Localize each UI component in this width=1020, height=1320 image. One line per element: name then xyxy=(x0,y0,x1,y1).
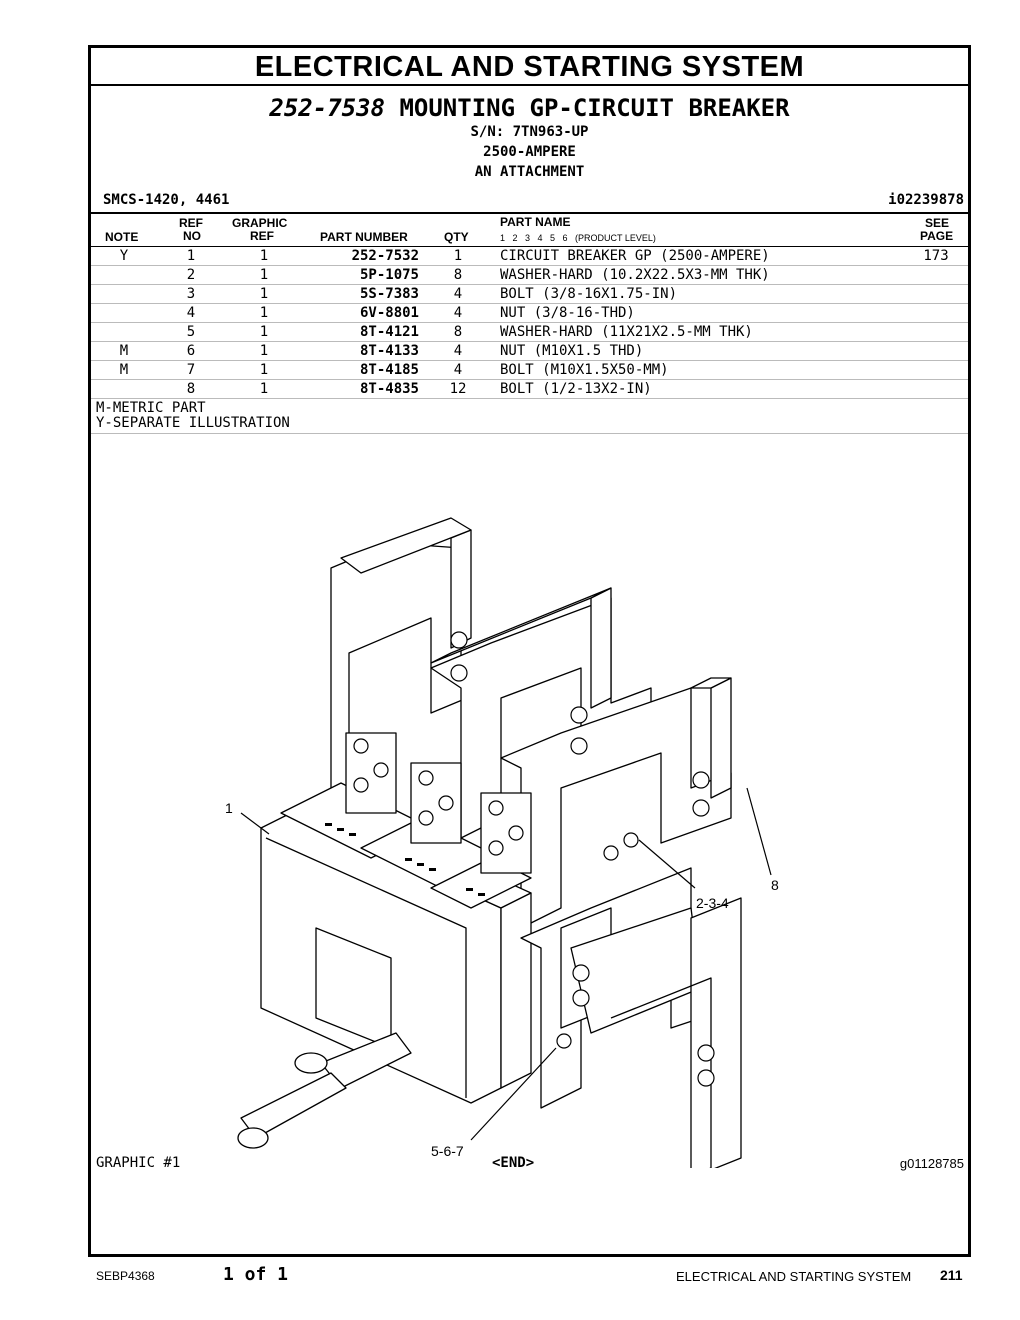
page-of: 1 of 1 xyxy=(223,1264,289,1285)
row-ref-no: 5 xyxy=(186,324,196,340)
page-number: 211 xyxy=(940,1267,963,1283)
row-graphic-ref: 1 xyxy=(259,343,269,359)
header-ref-bottom: NO xyxy=(183,229,201,243)
group-title: 252-7538 MOUNTING GP-CIRCUIT BREAKER xyxy=(91,94,968,122)
row-part-name: NUT (M10X1.5 THD) xyxy=(500,343,644,359)
row-part-name: WASHER-HARD (10.2X22.5X3-MM THK) xyxy=(500,267,770,283)
row-ref-no: 8 xyxy=(186,381,196,397)
graphic-id: g01128785 xyxy=(899,1156,964,1171)
table-row: Y 1 1 252-7532 1 CIRCUIT BREAKER GP (2500-AMP… xyxy=(91,247,968,266)
row-part-name: WASHER-HARD (11X21X2.5-MM THK) xyxy=(500,324,753,340)
header-part-name: PART NAME xyxy=(500,215,571,229)
row-ref-no: 2 xyxy=(186,267,196,283)
row-graphic-ref: 1 xyxy=(259,381,269,397)
row-part-name: BOLT (1/2-13X2-IN) xyxy=(500,381,652,397)
row-part-number: 8T-4121 xyxy=(359,324,419,340)
row-ref-no: 6 xyxy=(186,343,196,359)
row-graphic-ref: 1 xyxy=(259,248,269,264)
header-see-bottom: PAGE xyxy=(920,229,954,243)
header-product-levels: 1 2 3 4 5 6 (PRODUCT LEVEL) xyxy=(500,233,656,243)
table-row: 5 1 8T-4121 8 WASHER-HARD (11X21X2.5-MM THK) xyxy=(91,323,968,342)
serial-number: S/N: 7TN963-UP xyxy=(470,124,589,140)
header-qty: QTY xyxy=(444,230,469,244)
row-see-page: 173 xyxy=(923,248,949,264)
row-part-name: NUT (3/8-16-THD) xyxy=(500,305,635,321)
table-row: M 6 1 8T-4133 4 NUT (M10X1.5 THD) xyxy=(91,342,968,361)
row-part-number: 252-7532 xyxy=(351,248,419,264)
row-ref-no: 7 xyxy=(186,362,196,378)
note-metric: M-METRIC PART xyxy=(96,400,206,416)
smcs-row: SMCS-1420, 4461 i02239878 xyxy=(91,190,968,212)
parts-table-body: Y 1 1 252-7532 1 CIRCUIT BREAKER GP (2500-AMP… xyxy=(91,247,968,399)
row-qty: 4 xyxy=(453,286,463,302)
row-part-number: 8T-4185 xyxy=(359,362,419,378)
row-note: M xyxy=(119,343,129,359)
notes-block: M-METRIC PART Y-SEPARATE ILLUSTRATION xyxy=(91,399,968,434)
row-note: M xyxy=(119,362,129,378)
row-graphic-ref: 1 xyxy=(259,286,269,302)
exploded-view-illustration: 1 2-3-4 8 5-6-7 xyxy=(225,517,779,1168)
row-ref-no: 1 xyxy=(186,248,196,264)
note-separate: Y-SEPARATE ILLUSTRATION xyxy=(96,415,290,431)
row-qty: 8 xyxy=(453,267,463,283)
section-title: ELECTRICAL AND STARTING SYSTEM xyxy=(91,48,968,86)
table-row: 2 1 5P-1075 8 WASHER-HARD (10.2X22.5X3-MM TH… xyxy=(91,266,968,285)
rating: 2500-AMPERE xyxy=(483,144,576,160)
page-footer: SEBP4368 1 of 1 ELECTRICAL AND STARTING … xyxy=(96,1264,966,1288)
row-qty: 8 xyxy=(453,324,463,340)
table-row: 8 1 8T-4835 12 BOLT (1/2-13X2-IN) xyxy=(91,380,968,399)
row-graphic-ref: 1 xyxy=(259,305,269,321)
row-part-number: 8T-4835 xyxy=(359,381,419,397)
header-note: NOTE xyxy=(105,230,139,244)
row-qty: 1 xyxy=(453,248,463,264)
table-row: 4 1 6V-8801 4 NUT (3/8-16-THD) xyxy=(91,304,968,323)
row-qty: 4 xyxy=(453,362,463,378)
page-frame: ELECTRICAL AND STARTING SYSTEM 252-7538 … xyxy=(88,45,971,1257)
illustration-id: i02239878 xyxy=(888,192,964,208)
header-graphic-bottom: REF xyxy=(250,229,274,243)
header-ref-top: REF xyxy=(179,216,203,230)
group-name: MOUNTING GP-CIRCUIT BREAKER xyxy=(399,94,790,122)
graphic-label: GRAPHIC #1 xyxy=(96,1155,181,1171)
group-part-number: 252-7538 xyxy=(269,94,385,122)
callout-1: 1 xyxy=(225,800,233,816)
header-graphic-top: GRAPHIC xyxy=(232,216,288,230)
row-ref-no: 4 xyxy=(186,305,196,321)
row-part-number: 8T-4133 xyxy=(359,343,419,359)
header-see-top: SEE xyxy=(925,216,950,230)
row-part-number: 5P-1075 xyxy=(359,267,419,283)
doc-number: SEBP4368 xyxy=(96,1269,155,1283)
row-ref-no: 3 xyxy=(186,286,196,302)
table-row: 3 1 5S-7383 4 BOLT (3/8-16X1.75-IN) xyxy=(91,285,968,304)
row-part-number: 5S-7383 xyxy=(359,286,419,302)
row-part-name: BOLT (M10X1.5X50-MM) xyxy=(500,362,669,378)
row-qty: 4 xyxy=(453,305,463,321)
table-header: NOTE REF NO GRAPHIC REF PART NUMBER QTY … xyxy=(91,212,968,247)
row-part-number: 6V-8801 xyxy=(359,305,419,321)
row-part-name: CIRCUIT BREAKER GP (2500-AMPERE) xyxy=(500,248,770,264)
row-graphic-ref: 1 xyxy=(259,267,269,283)
row-qty: 4 xyxy=(453,343,463,359)
table-row: M 7 1 8T-4185 4 BOLT (M10X1.5X50-MM) xyxy=(91,361,968,380)
footer-section: ELECTRICAL AND STARTING SYSTEM xyxy=(676,1269,912,1284)
row-graphic-ref: 1 xyxy=(259,324,269,340)
end-marker: <END> xyxy=(492,1155,535,1171)
graphic-footer: GRAPHIC #1 <END> g01128785 xyxy=(96,1155,964,1175)
callout-2-3-4: 2-3-4 xyxy=(696,895,729,911)
callout-5-6-7: 5-6-7 xyxy=(431,1143,464,1159)
attachment-type: AN ATTACHMENT xyxy=(474,164,585,180)
callout-8: 8 xyxy=(771,877,779,893)
smcs-code: SMCS-1420, 4461 xyxy=(103,192,230,208)
row-qty: 12 xyxy=(449,381,467,397)
row-part-name: BOLT (3/8-16X1.75-IN) xyxy=(500,286,678,302)
header-part-number: PART NUMBER xyxy=(320,230,408,244)
row-graphic-ref: 1 xyxy=(259,362,269,378)
row-note: Y xyxy=(119,248,129,264)
